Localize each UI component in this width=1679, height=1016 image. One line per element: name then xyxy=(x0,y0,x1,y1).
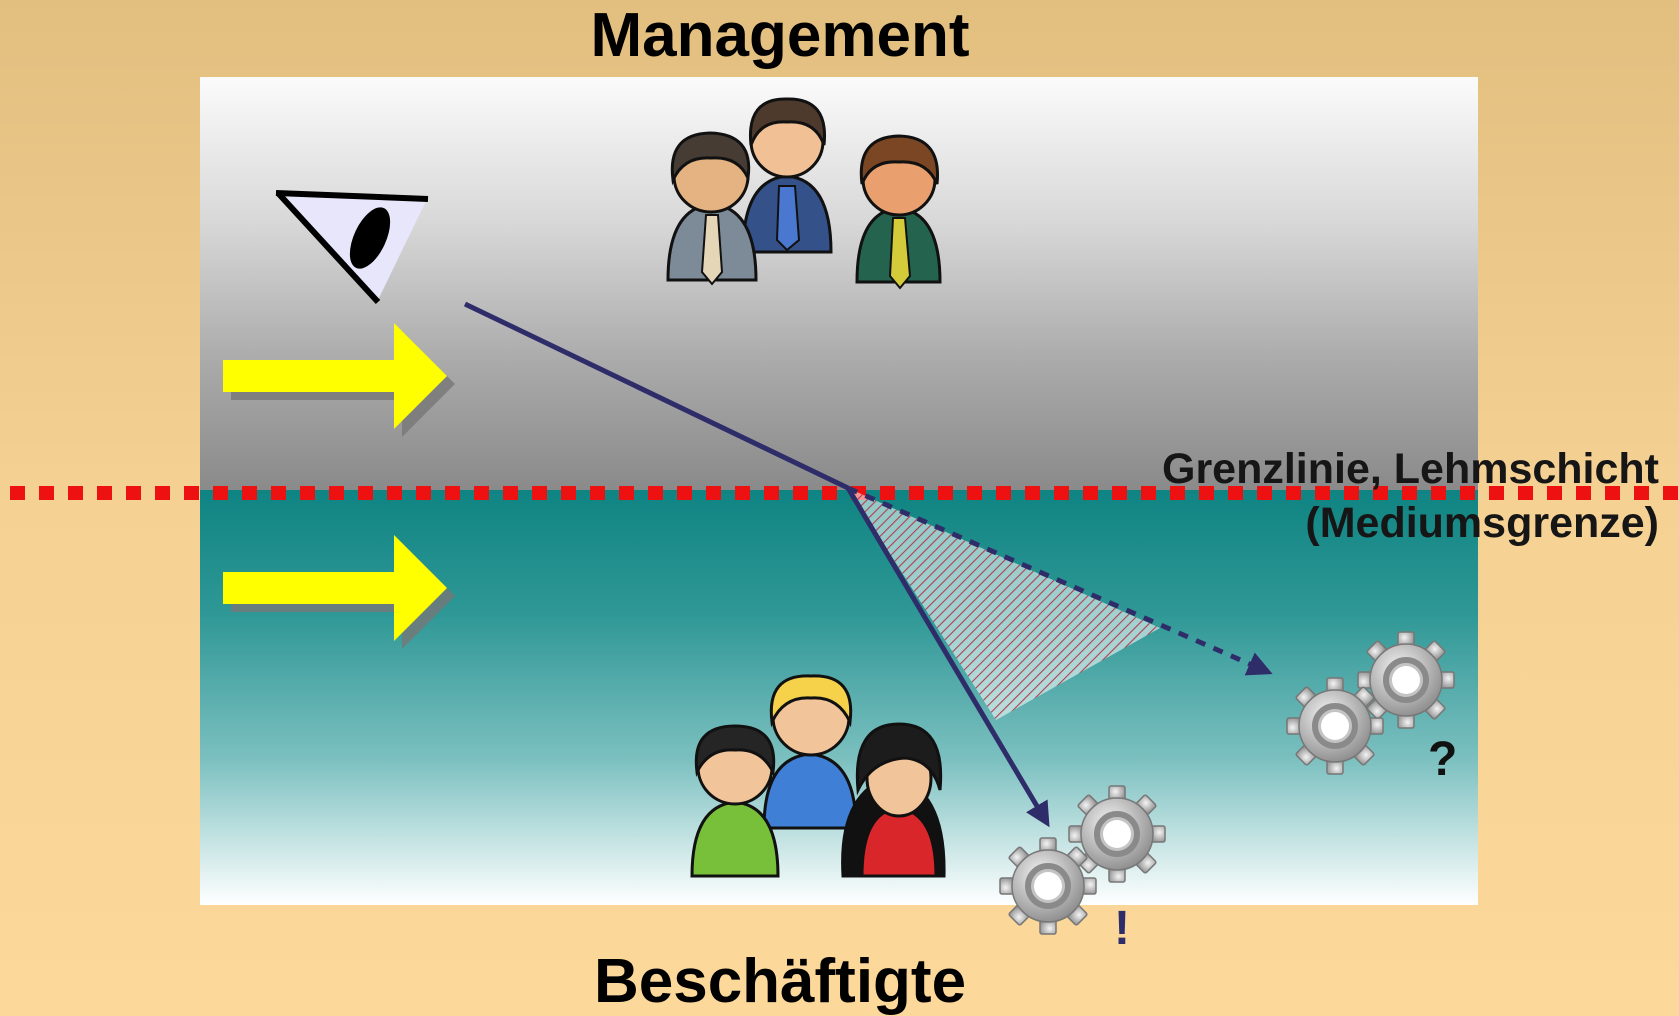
management-people-icon xyxy=(666,97,942,290)
boundary-label: Grenzlinie, Lehmschicht xyxy=(1162,445,1659,493)
boundary-sublabel: (Mediumsgrenze) xyxy=(1305,499,1659,547)
management-title: Management xyxy=(590,1,970,70)
exclamation-mark: ! xyxy=(1114,902,1130,955)
light-ray xyxy=(463,301,1273,828)
gears-icon xyxy=(1000,786,1165,934)
deviation-area xyxy=(848,488,1160,720)
question-mark: ? xyxy=(1428,733,1458,786)
employee-people-icon xyxy=(690,674,946,878)
eye-icon xyxy=(275,190,429,305)
employees-title: Beschäftigte xyxy=(593,947,967,1016)
arrow-right-icon xyxy=(223,323,455,437)
arrow-right-icon xyxy=(223,535,455,649)
